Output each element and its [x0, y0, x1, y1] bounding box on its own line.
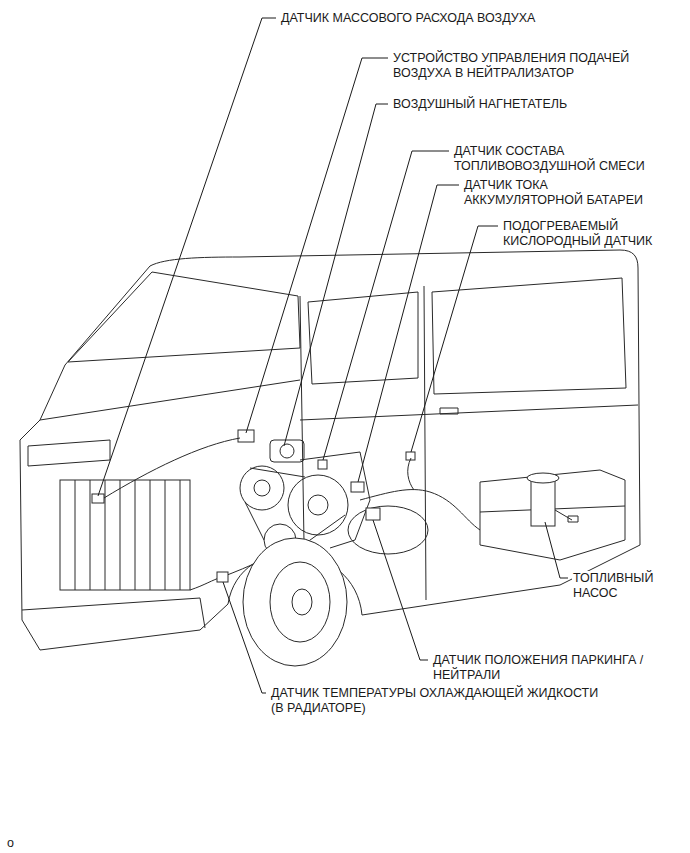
- pulley: [308, 495, 328, 515]
- o2-sensor-wire: [408, 458, 414, 490]
- o2-sensor: [406, 452, 415, 460]
- intake-duct: [104, 438, 240, 498]
- transmission: [348, 506, 428, 554]
- pulley: [288, 475, 348, 535]
- part-label: ДАТЧИК ТОКА АККУМУЛЯТОРНОЙ БАТАРЕИ: [463, 178, 647, 208]
- coolant-sensor: [217, 572, 228, 582]
- fuel-tank: [480, 470, 625, 560]
- page-mark: o: [6, 836, 15, 851]
- leader-line: [323, 151, 449, 460]
- air-pump: [270, 440, 304, 462]
- part-label: ДАТЧИК ТЕМПЕРАТУРЫ ОХЛАЖДАЮЩЕЙ ЖИДКОСТИ …: [270, 686, 603, 716]
- park-neutral-sensor: [366, 508, 380, 520]
- fuel-system: [480, 470, 625, 560]
- part-label: ДАТЧИК СОСТАВА ТОПЛИВОВОЗДУШНОЙ СМЕСИ: [453, 144, 649, 174]
- front-wheel: [243, 538, 347, 666]
- radiator-fins: [75, 480, 180, 590]
- part-label: УСТРОЙСТВО УПРАВЛЕНИЯ ПОДАЧЕЙ ВОЗДУХА В …: [392, 51, 634, 81]
- part-label: ДАТЧИК ПОЛОЖЕНИЯ ПАРКИНГА / НЕЙТРАЛИ: [432, 653, 648, 683]
- leader-line: [223, 582, 266, 693]
- leader-lines: [98, 18, 568, 693]
- belt-line: [300, 405, 638, 420]
- fuel-pump-flange: [527, 473, 559, 483]
- rim: [270, 562, 330, 642]
- leader-line: [373, 520, 428, 660]
- fuel-pump: [531, 478, 555, 526]
- bumper: [22, 598, 205, 628]
- side-window: [432, 278, 626, 394]
- leader-line: [411, 226, 498, 452]
- battery-current-sensor: [351, 482, 364, 492]
- headlight: [28, 440, 110, 466]
- hub: [292, 589, 312, 615]
- windshield: [68, 272, 300, 362]
- leader-line: [98, 18, 276, 496]
- part-label: ТОПЛИВНЫЙ НАСОС: [572, 571, 658, 601]
- sliding-door-line: [424, 286, 426, 600]
- engine: [104, 430, 480, 556]
- fuel-pump-float: [555, 510, 578, 522]
- front-door-window: [308, 292, 418, 384]
- leader-line: [358, 185, 459, 482]
- engine-block: [300, 452, 370, 548]
- leader-line: [246, 58, 388, 433]
- radiator: [60, 480, 262, 590]
- leader-line: [545, 522, 568, 578]
- part-label: ДАТЧИК МАССОВОГО РАСХОДА ВОЗДУХА: [280, 11, 536, 26]
- part-label: ПОДОГРЕВАЕМЫЙ КИСЛОРОДНЫЙ ДАТЧИК: [502, 219, 657, 249]
- tire: [243, 538, 347, 666]
- af-sensor: [318, 460, 327, 469]
- air-pump-inlet: [280, 444, 294, 458]
- leader-line: [284, 104, 388, 446]
- exhaust-pipe: [360, 490, 480, 530]
- door-handle: [440, 408, 458, 414]
- part-label: ВОЗДУШНЫЙ НАГНЕТАТЕЛЬ: [392, 97, 568, 112]
- radiator-core: [60, 480, 190, 590]
- pulley: [254, 480, 270, 496]
